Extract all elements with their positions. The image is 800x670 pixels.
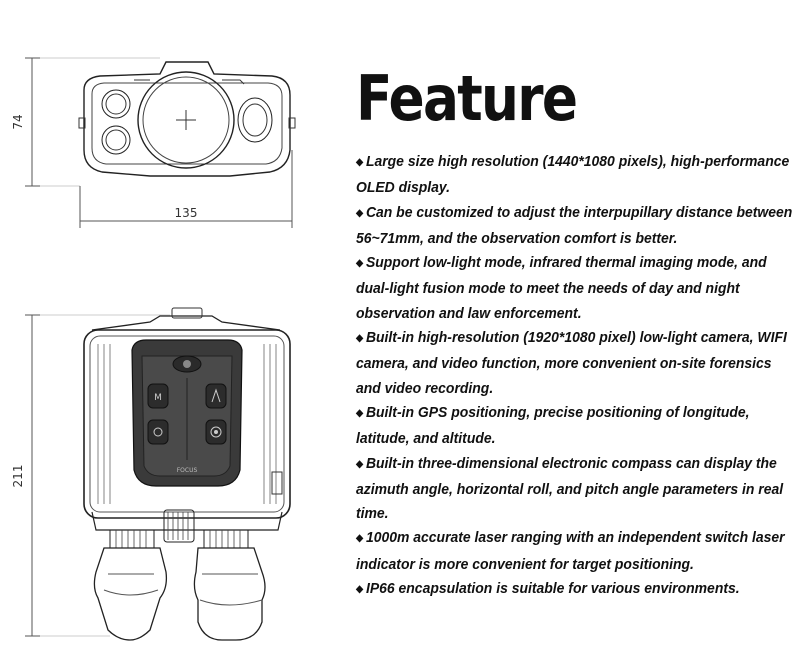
feature-item: ◆Built-in high-resolution (1920*1080 pix… [356, 329, 787, 397]
feature-item: ◆Can be customized to adjust the interpu… [356, 203, 793, 247]
diamond-bullet-icon: ◆ [356, 333, 364, 345]
diamond-bullet-icon: ◆ [356, 458, 364, 470]
top-view-drawing: 74 135 [11, 57, 296, 228]
feature-item: ◆1000m accurate laser ranging with an in… [356, 529, 785, 573]
diamond-bullet-icon: ◆ [356, 584, 364, 596]
diamond-bullet-icon: ◆ [356, 157, 364, 168]
diamond-bullet-icon: ◆ [356, 533, 364, 545]
feature-item: ◆Large size high resolution (1440*1080 p… [356, 153, 790, 197]
feature-item: ◆Support low-light mode, infrared therma… [356, 254, 767, 322]
feature-list: ◆Large size high resolution (1440*1080 p… [356, 150, 796, 603]
dim-width-top: 135 [175, 206, 198, 220]
brand-text: FOCUS [177, 467, 198, 474]
front-view-drawing: 211 M FOCUS [11, 307, 291, 641]
feature-heading: Feature [356, 62, 578, 135]
diamond-bullet-icon: ◆ [356, 407, 364, 419]
dim-height-top: 74 [11, 114, 25, 129]
feature-item: ◆IP66 encapsulation is suitable for vari… [356, 580, 740, 598]
technical-drawing: 74 135 211 [11, 57, 296, 641]
dim-height-front: 211 [11, 465, 25, 488]
diamond-bullet-icon: ◆ [356, 207, 364, 219]
mode-button-label: M [154, 393, 162, 403]
feature-item: ◆Built-in GPS positioning, precise posit… [356, 403, 750, 448]
feature-item: ◆Built-in three-dimensional electronic c… [356, 454, 784, 523]
diamond-bullet-icon: ◆ [356, 258, 364, 270]
